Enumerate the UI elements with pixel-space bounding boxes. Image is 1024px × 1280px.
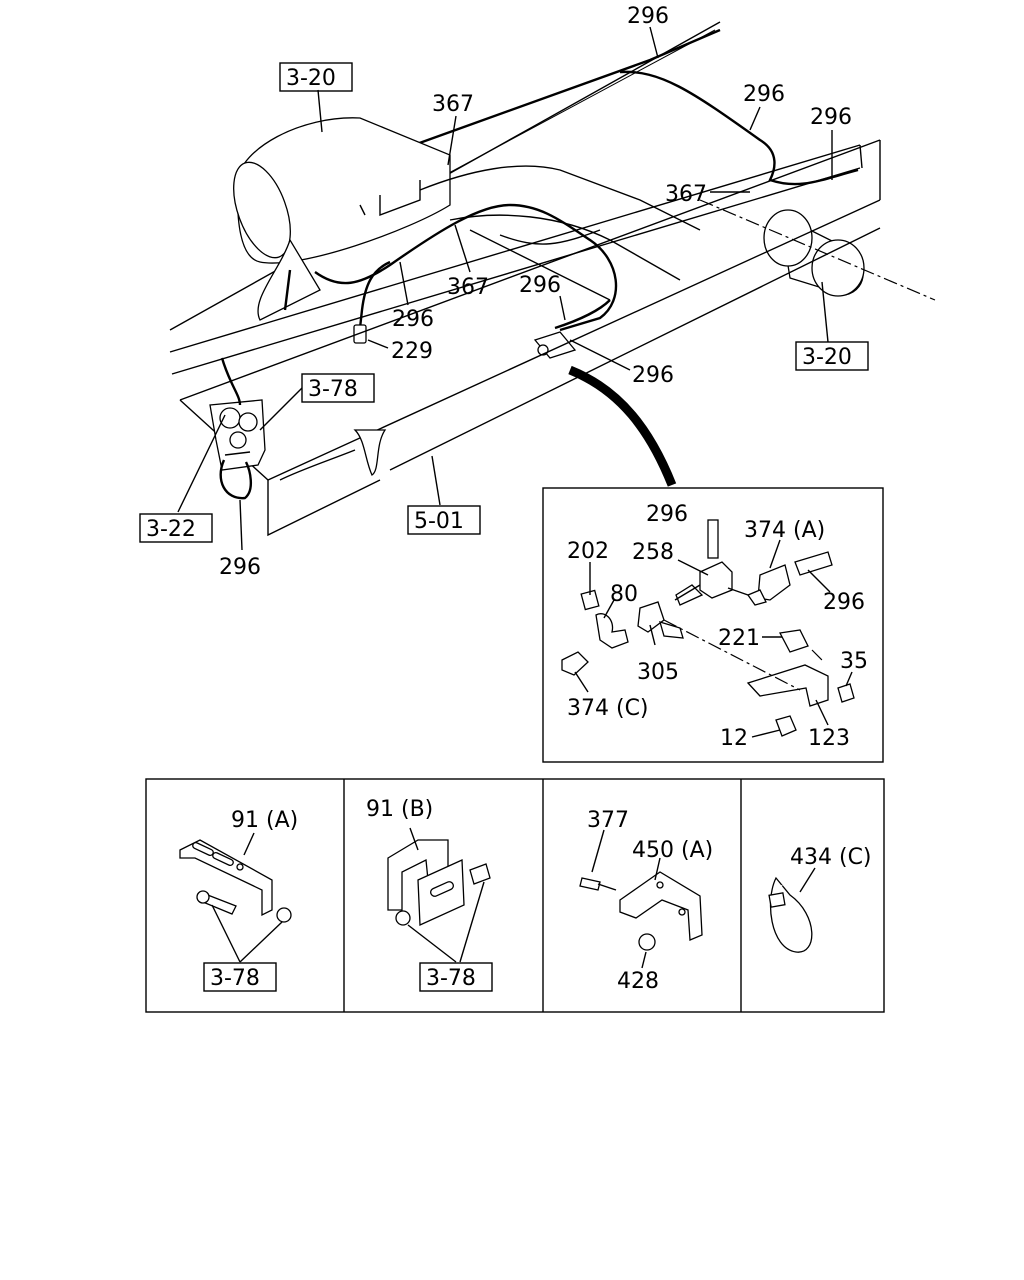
top-brake-pipe <box>399 28 859 186</box>
leader-lines <box>177 26 833 551</box>
ref-3-20-left: 3-20 <box>286 66 336 91</box>
main-reference-boxes: 3-20 3-20 3-78 3-22 5-01 <box>139 62 869 543</box>
label-434c: 434 (C) <box>790 845 872 870</box>
main-part-labels: 296 296 296 367 367 367 296 296 229 296 … <box>219 4 852 580</box>
detail-parts <box>561 519 855 737</box>
ref-5-01: 5-01 <box>414 509 464 534</box>
left-air-tank <box>233 117 451 321</box>
label-229: 229 <box>391 339 433 364</box>
ref-3-20-right: 3-20 <box>802 345 852 370</box>
label-450a: 450 (A) <box>632 838 713 863</box>
label-202: 202 <box>567 539 609 564</box>
label-91b: 91 (B) <box>366 797 433 822</box>
label-296-connector: 296 <box>632 363 674 388</box>
near-frame-rail <box>179 139 881 537</box>
label-428: 428 <box>617 969 659 994</box>
ref-3-78: 3-78 <box>308 377 358 402</box>
label-305: 305 <box>637 660 679 685</box>
label-296-right-upper: 296 <box>743 82 785 107</box>
label-123: 123 <box>808 726 850 751</box>
ref-3-22: 3-22 <box>146 517 196 542</box>
detail-frame <box>542 487 884 763</box>
ref-3-78-panel1: 3-78 <box>210 966 260 991</box>
label-367-top: 367 <box>432 92 474 117</box>
label-296-detail-top: 296 <box>646 502 688 527</box>
bottom-panels: 91 (A) 3-78 91 (B) 3-78 <box>145 778 885 1013</box>
label-296-right: 296 <box>810 105 852 130</box>
main-assembly-view: 296 296 296 367 367 367 296 296 229 296 … <box>139 4 936 580</box>
label-296-detail-right: 296 <box>823 590 865 615</box>
label-91a: 91 (A) <box>231 808 298 833</box>
ref-3-78-panel2: 3-78 <box>426 966 476 991</box>
label-367-right: 367 <box>665 182 707 207</box>
label-367-mid: 367 <box>447 275 489 300</box>
label-296-mid-right: 296 <box>519 273 561 298</box>
detail-part-labels: 296 374 (A) 202 258 80 296 221 35 305 37… <box>567 502 868 751</box>
panel-bracket-450a: 377 450 (A) 428 <box>579 808 713 994</box>
panel-cable-tie-434c: 434 (C) <box>768 845 872 953</box>
label-374c: 374 (C) <box>567 696 649 721</box>
detail-leader-lines <box>574 539 853 738</box>
detail-view: 296 374 (A) 202 258 80 296 221 35 305 37… <box>542 487 884 763</box>
detail-callout-arrow <box>568 365 677 487</box>
label-258: 258 <box>632 540 674 565</box>
label-35: 35 <box>840 649 868 674</box>
panel-bracket-91a: 91 (A) 3-78 <box>179 808 298 992</box>
label-80: 80 <box>610 582 638 607</box>
label-296-top: 296 <box>627 4 669 29</box>
label-12: 12 <box>720 726 748 751</box>
label-221: 221 <box>718 626 760 651</box>
panel-bracket-91b: 91 (B) 3-78 <box>366 797 493 992</box>
right-air-tank <box>699 199 936 301</box>
center-brake-pipe <box>283 203 618 359</box>
label-296-bottom-left: 296 <box>219 555 261 580</box>
label-374a: 374 (A) <box>744 518 825 543</box>
label-377: 377 <box>587 808 629 833</box>
label-296-mid: 296 <box>392 307 434 332</box>
